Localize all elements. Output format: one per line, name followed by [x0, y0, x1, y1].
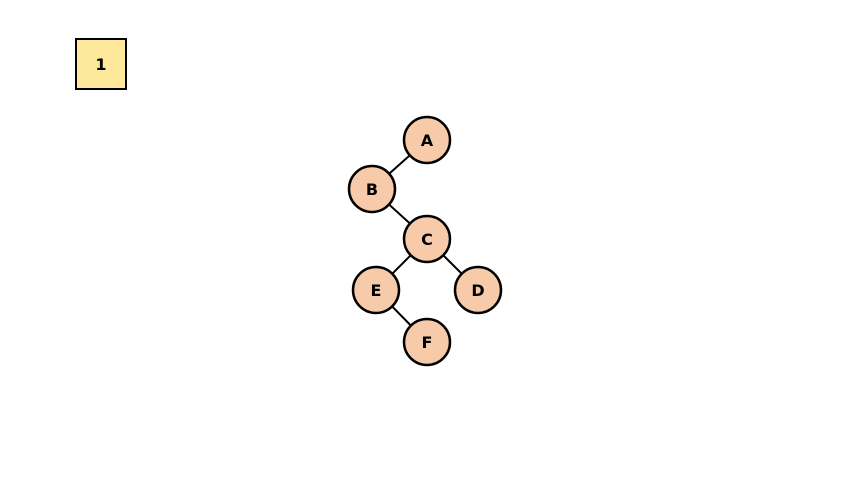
node-circle [453, 265, 503, 315]
node-circle [402, 115, 452, 165]
node-circle [402, 317, 452, 367]
node-D: D [453, 265, 503, 315]
node-label: E [371, 281, 382, 300]
node-B: B [347, 164, 397, 214]
node-circle [402, 214, 452, 264]
node-circle [351, 265, 401, 315]
node-E: E [351, 265, 401, 315]
node-label: B [366, 180, 378, 199]
node-label: F [422, 333, 433, 352]
node-circle [347, 164, 397, 214]
node-label: A [421, 131, 434, 150]
node-A: A [402, 115, 452, 165]
node-label: D [471, 281, 484, 300]
node-label: C [421, 230, 433, 249]
node-F: F [402, 317, 452, 367]
node-C: C [402, 214, 452, 264]
step-badge: 1 [75, 38, 127, 90]
